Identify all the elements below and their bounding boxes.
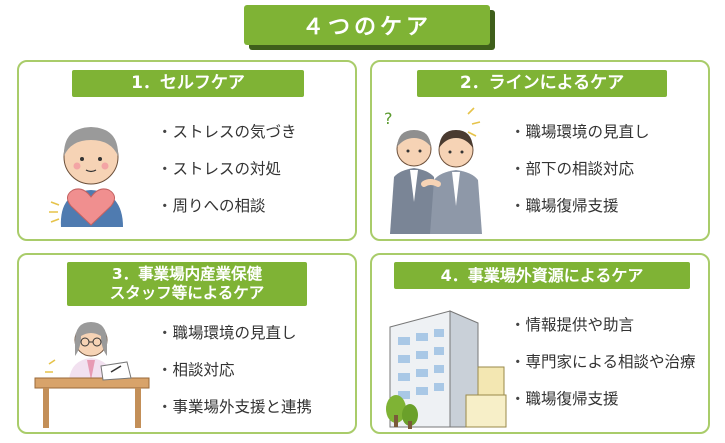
main-title-banner: ４つのケア bbox=[244, 5, 495, 50]
list-item: 職場復帰支援 bbox=[510, 387, 696, 409]
card-line-care-heading: 2．ラインによるケア bbox=[417, 70, 667, 97]
list-item: ストレスの対処 bbox=[157, 157, 297, 179]
card-internal-staff-care-list: 職場環境の見直し 相談対応 事業場外支援と連携 bbox=[157, 321, 313, 417]
card-internal-staff-care-heading-line2: スタッフ等によるケア bbox=[109, 284, 265, 302]
card-internal-staff-care-heading-line1: 3．事業場内産業保健 bbox=[111, 265, 263, 284]
list-item: 職場復帰支援 bbox=[510, 194, 650, 216]
list-item: ストレスの気づき bbox=[157, 120, 297, 142]
health-staff-desk-icon bbox=[34, 322, 150, 428]
card-external-resources-care: 4．事業場外資源によるケア 情報提供や助言 専門家による相談や治療 職場復帰支援 bbox=[370, 253, 710, 434]
svg-text:?: ? bbox=[384, 109, 393, 128]
office-building-icon bbox=[386, 310, 507, 429]
card-self-care-list: ストレスの気づき ストレスの対処 周りへの相談 bbox=[157, 120, 297, 216]
list-item: 職場環境の見直し bbox=[157, 321, 312, 343]
card-line-care-list: 職場環境の見直し 部下の相談対応 職場復帰支援 bbox=[510, 120, 650, 216]
list-item: 部下の相談対応 bbox=[510, 157, 650, 179]
list-item: 相談対応 bbox=[157, 358, 312, 380]
card-external-resources-care-heading: 4．事業場外資源によるケア bbox=[394, 262, 690, 289]
card-line-care: 2．ラインによるケア ? 職場環境の見直し 部下の相談対応 職場復帰支援 bbox=[370, 60, 710, 241]
card-self-care-heading: 1．セルフケア bbox=[72, 70, 304, 97]
main-title: ４つのケア bbox=[244, 5, 490, 45]
list-item: 情報提供や助言 bbox=[510, 313, 696, 335]
card-external-resources-care-list: 情報提供や助言 専門家による相談や治療 職場復帰支援 bbox=[510, 313, 696, 409]
list-item: 専門家による相談や治療 bbox=[510, 350, 696, 372]
card-internal-staff-care-heading: 3．事業場内産業保健 スタッフ等によるケア bbox=[67, 262, 307, 306]
self-care-person-heart-icon bbox=[49, 127, 123, 227]
supervisor-consulting-icon: ? bbox=[384, 107, 482, 234]
card-self-care: 1．セルフケア ストレスの気づき ストレスの対処 周りへの相談 bbox=[17, 60, 357, 241]
list-item: 周りへの相談 bbox=[157, 194, 297, 216]
list-item: 職場環境の見直し bbox=[510, 120, 650, 142]
list-item: 事業場外支援と連携 bbox=[157, 395, 313, 417]
card-internal-staff-care: 3．事業場内産業保健 スタッフ等によるケア 職場環境の見直し 相談対応 事業場外… bbox=[17, 253, 357, 434]
